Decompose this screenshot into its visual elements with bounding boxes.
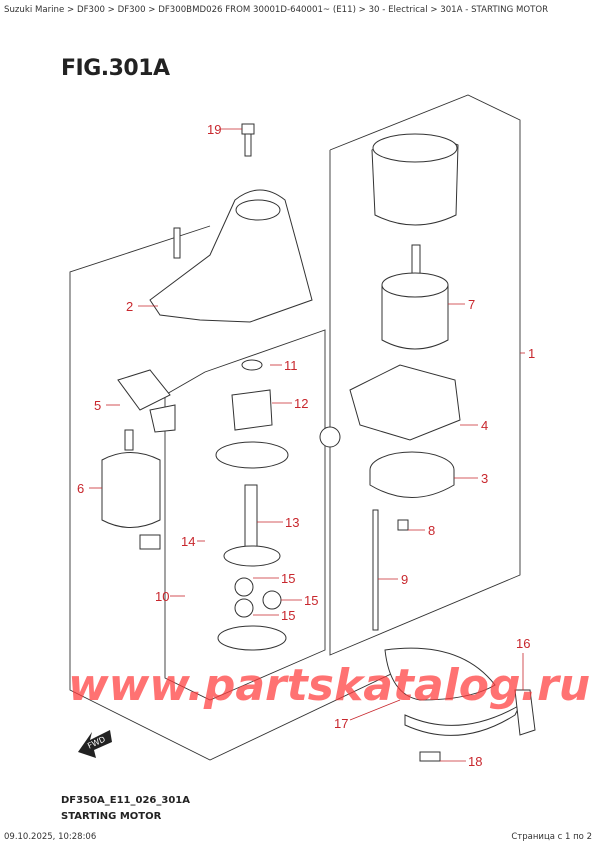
bolt-19 — [241, 123, 255, 157]
diagram-code: DF350A_E11_026_301A — [61, 795, 190, 806]
bracket-16 — [514, 689, 536, 736]
callout-8[interactable]: 8 — [428, 523, 435, 538]
callout-17[interactable]: 17 — [334, 716, 348, 731]
callout-3[interactable]: 3 — [481, 471, 488, 486]
callout-6[interactable]: 6 — [77, 481, 84, 496]
clutch-cover — [215, 441, 289, 469]
callout-4[interactable]: 4 — [481, 418, 488, 433]
bolt-18 — [419, 751, 441, 762]
watermark: www.partskatalog.ru — [68, 660, 590, 711]
callout-15c[interactable]: 15 — [281, 608, 295, 623]
callout-13[interactable]: 13 — [285, 515, 299, 530]
callout-19[interactable]: 19 — [207, 122, 221, 137]
callout-16[interactable]: 16 — [516, 636, 530, 651]
breadcrumb[interactable]: Suzuki Marine > DF300 > DF300 > DF300BMD… — [4, 5, 549, 15]
brush-holder-4 — [319, 364, 461, 448]
gear-housing-2 — [149, 189, 313, 323]
leader-lines — [89, 128, 525, 762]
solenoid-6 — [101, 429, 161, 550]
diagram-name: STARTING MOTOR — [61, 811, 162, 822]
callout-2[interactable]: 2 — [126, 299, 133, 314]
internal-gear — [217, 625, 287, 651]
callout-5[interactable]: 5 — [94, 398, 101, 413]
end-frame-3 — [369, 451, 455, 498]
armature-7 — [381, 244, 449, 350]
right-group-outline — [329, 94, 521, 656]
callout-15a[interactable]: 15 — [281, 571, 295, 586]
callout-12[interactable]: 12 — [294, 396, 308, 411]
shaft-13 — [223, 484, 281, 567]
callout-10[interactable]: 10 — [155, 589, 169, 604]
timestamp: 09.10.2025, 10:28:06 — [4, 832, 97, 842]
page-info: Страница с 1 по 2 — [511, 832, 592, 842]
callout-14[interactable]: 14 — [181, 534, 195, 549]
callout-11[interactable]: 11 — [284, 358, 298, 373]
callout-1[interactable]: 1 — [528, 346, 535, 361]
fwd-arrow-icon: FWD — [78, 730, 112, 758]
lever-5 — [117, 369, 176, 433]
callout-9[interactable]: 9 — [401, 572, 408, 587]
figure-title: FIG.301A — [61, 56, 170, 81]
callout-18[interactable]: 18 — [468, 754, 482, 769]
callout-15b[interactable]: 15 — [304, 593, 318, 608]
yoke — [371, 133, 459, 226]
pinion-gear-12 — [231, 359, 273, 431]
left-group-outline — [69, 225, 411, 761]
callout-7[interactable]: 7 — [468, 297, 475, 312]
gear-15c — [234, 598, 254, 618]
gear-15a — [234, 577, 254, 597]
screw-8 — [397, 519, 409, 531]
gear-15b — [262, 590, 282, 610]
through-bolt-9 — [372, 509, 379, 631]
